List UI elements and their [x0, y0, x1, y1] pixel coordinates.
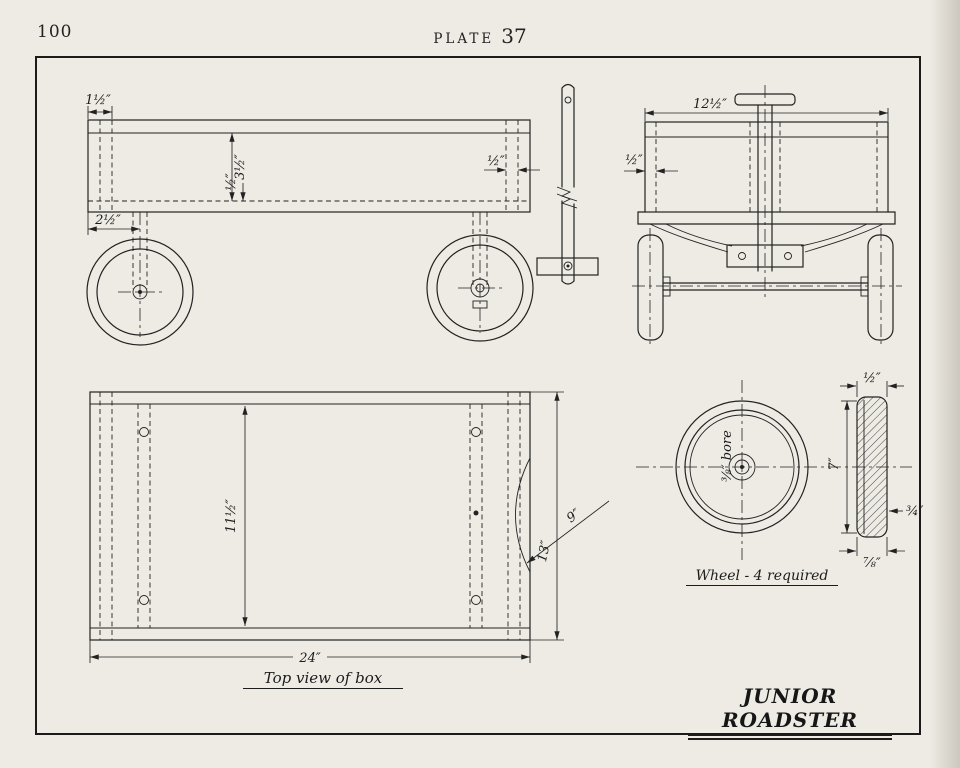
dim-label-rim: ¾″	[906, 504, 924, 519]
dim-label-end-board: 1½″	[85, 93, 111, 108]
wheel-caption: Wheel - 4 required	[686, 568, 838, 586]
right-wheel-front	[860, 228, 894, 347]
wagon-box-front	[644, 121, 889, 213]
plate-border-frame	[35, 56, 921, 735]
plate-title: JUNIOR ROADSTER	[688, 684, 892, 740]
left-wheel-front	[637, 228, 671, 347]
front-wheel-side	[86, 212, 194, 346]
dim-end-board: 1½″	[85, 93, 113, 119]
wheel-section	[856, 396, 888, 538]
top-view-caption: Top view of box	[243, 669, 403, 689]
dim-label-bore: ⅜″ bore	[720, 430, 735, 482]
plate-number: 37	[501, 24, 527, 48]
dim-label-width: ⅞″	[863, 556, 881, 571]
dim-label-diameter: 7″	[827, 457, 842, 470]
dim-inner-width: 11½″	[224, 406, 248, 626]
dim-wheel-inset: 2½″	[87, 212, 140, 235]
screw-holes	[139, 427, 481, 605]
dim-label-tread: ½″	[863, 371, 881, 386]
wheel-face: ⅜″ bore	[636, 380, 912, 560]
front-view-drawing: 12½″ ½″	[624, 85, 902, 347]
dim-tread: ½″	[840, 371, 904, 397]
dim-label-inner-width: 11½″	[224, 499, 239, 533]
plate-heading: PLATE 37	[433, 24, 526, 48]
dim-label-rear-board: ½″	[487, 154, 505, 169]
undercarriage-front	[632, 211, 902, 291]
handle-side	[536, 83, 599, 285]
dim-rear-board: ½″	[484, 154, 540, 173]
rear-wheel-side	[426, 212, 534, 342]
handle-front	[734, 93, 796, 272]
dim-label-overall-length: 24″	[298, 651, 321, 666]
dim-label-wheel-inset: 2½″	[94, 213, 121, 228]
wagon-box-side	[87, 119, 531, 213]
dim-label-bottom-board: ½″	[224, 173, 239, 191]
wheel-detail-drawing: ⅜″ bore 7″ ½″ ¾″ ⅞″	[636, 371, 924, 571]
page-number: 100	[37, 22, 73, 42]
dim-bottom-board: ½″	[224, 173, 246, 201]
dim-width: ⅞″	[839, 537, 905, 571]
dim-side-height: 3½″	[229, 133, 248, 201]
side-view-drawing: 1½″ 3½″ ½″ ½″ 2½″	[85, 83, 599, 346]
dim-label-handle: 9″	[564, 506, 584, 526]
box-top-outline	[89, 391, 531, 641]
dim-label-overall-width: 12½″	[693, 97, 727, 112]
dim-label-overall-width: 13″	[535, 539, 554, 563]
dim-side-board: ½″	[624, 153, 678, 174]
top-view-drawing: 11½″ 9″ 13″ 24″	[89, 391, 610, 666]
dim-label-side-height: 3½″	[233, 154, 248, 180]
dim-rim: ¾″	[889, 504, 924, 519]
dim-diameter: 7″	[827, 400, 857, 534]
dim-overall-width: 13″	[530, 391, 564, 641]
plate-word: PLATE	[433, 31, 495, 47]
dim-label-side-board: ½″	[625, 153, 643, 168]
dim-overall-width: 12½″	[644, 97, 889, 121]
dim-overall-length: 24″	[89, 640, 531, 666]
